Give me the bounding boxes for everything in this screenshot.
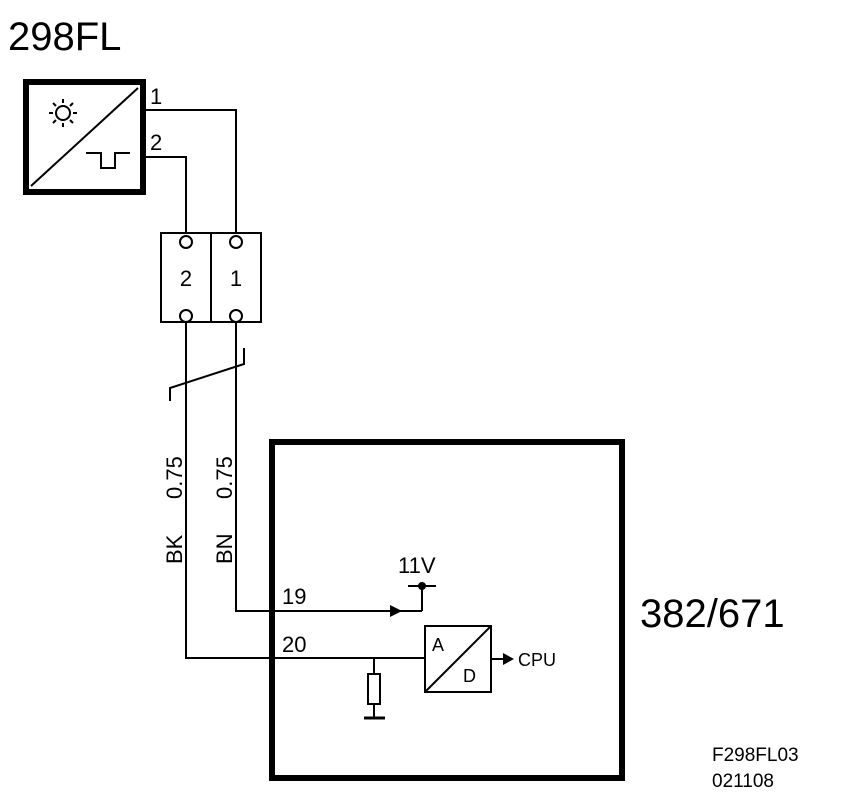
supply-node-icon <box>418 582 426 590</box>
sensor-pin-2-label: 2 <box>150 130 162 155</box>
wire-bk-color-label: BK <box>162 534 187 564</box>
wheel-speed-sensor <box>23 79 146 195</box>
supply-voltage-label: 11V <box>398 553 436 578</box>
adc-input-label: A <box>432 635 444 655</box>
control-unit-id-label: 382/671 <box>640 592 785 636</box>
twisted-pair-marker <box>169 348 245 401</box>
sensor-id-label: 298FL <box>8 15 121 59</box>
connector-pin-2-label: 2 <box>180 266 192 291</box>
adc-output-label: D <box>463 666 476 686</box>
wire-bn-gauge-label: 0.75 <box>212 456 237 499</box>
connector-pin-1-label: 1 <box>230 266 242 291</box>
sensor-wires <box>143 109 237 236</box>
wire-bk-gauge-label: 0.75 <box>162 456 187 499</box>
connector-block <box>160 232 262 323</box>
wire-bn-color-label: BN <box>212 533 237 564</box>
pin-20-label: 20 <box>282 632 306 657</box>
gear-icon <box>49 99 77 127</box>
cpu-arrow-icon <box>503 653 514 665</box>
control-unit-box <box>269 439 625 781</box>
figure-code-label: F298FL03 <box>712 745 799 766</box>
sensor-pin-1-label: 1 <box>150 84 162 109</box>
cpu-label: CPU <box>518 650 556 670</box>
harness-wires <box>185 322 425 659</box>
pulse-signal-icon <box>86 152 130 169</box>
resistor-to-ground <box>364 658 385 720</box>
pin-19-label: 19 <box>282 584 306 609</box>
figure-date-label: 021108 <box>712 771 774 792</box>
